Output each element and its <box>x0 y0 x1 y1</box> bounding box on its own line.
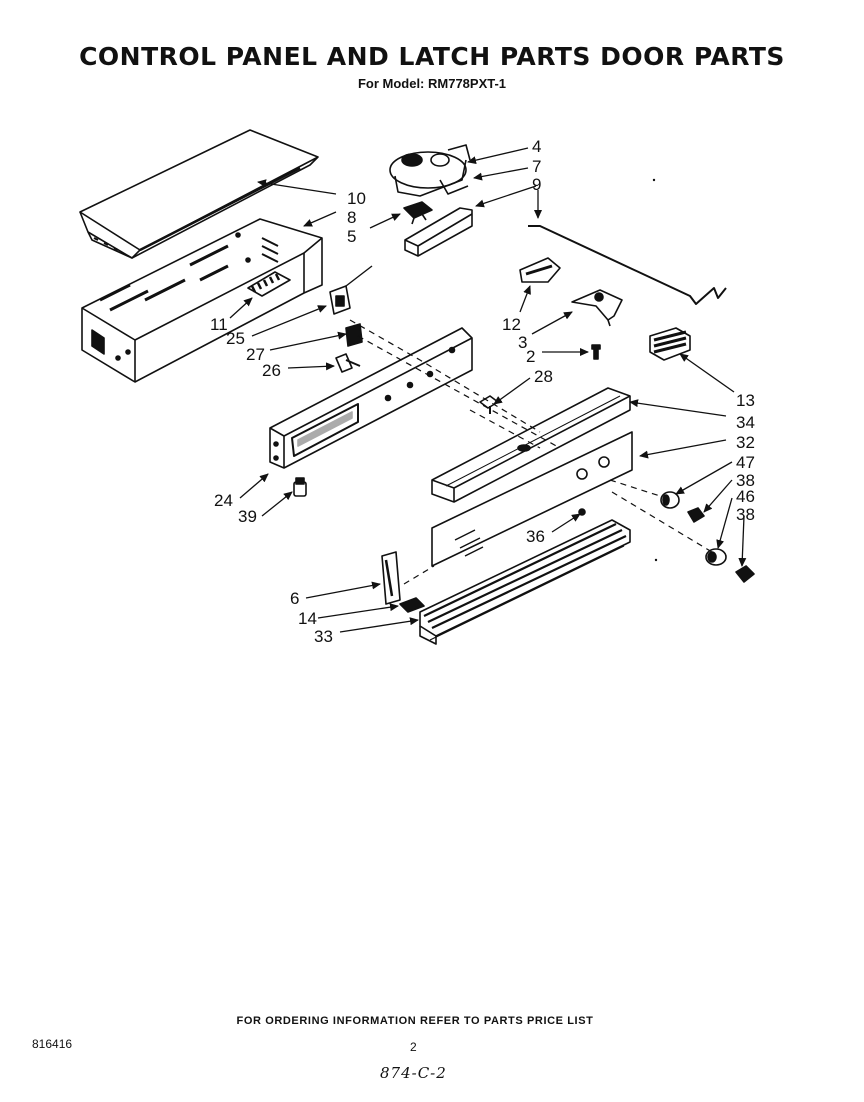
model-subtitle: For Model: RM778PXT-1 <box>357 76 507 91</box>
callout-26: 26 <box>262 361 281 380</box>
control-panel-top-cover <box>79 129 319 259</box>
callout-labels: 4 7 9 10 8 5 11 25 27 26 12 3 2 28 13 34… <box>210 137 755 646</box>
knob-insert-part <box>687 507 705 523</box>
callout-8: 8 <box>347 208 356 227</box>
callout-3: 3 <box>518 333 527 352</box>
latch-cam-part <box>519 257 561 283</box>
callout-36: 36 <box>526 527 545 546</box>
selector-knob-part <box>705 548 727 566</box>
panel-insert-part <box>431 431 633 567</box>
callout-38: 38 <box>736 471 755 490</box>
interlock-switch-part <box>329 265 373 315</box>
callout-25: 25 <box>226 329 245 348</box>
callout-27: 27 <box>246 345 265 364</box>
leader-arrows <box>229 147 747 633</box>
door-handle-part <box>419 519 631 645</box>
door-trim-part <box>431 387 631 503</box>
panel-foot-part <box>293 477 307 497</box>
callout-11: 11 <box>210 315 228 334</box>
latch-rod-part <box>528 225 727 305</box>
ordering-note: FOR ORDERING INFORMATION REFER TO PARTS … <box>236 1015 594 1027</box>
callout-13: 13 <box>736 391 755 410</box>
callout-10: 10 <box>347 189 366 208</box>
gasket-end-part <box>381 551 401 605</box>
alignment-lines <box>349 319 713 585</box>
callout-5: 5 <box>347 227 356 246</box>
timer-motor-part <box>389 144 471 197</box>
control-panel-housing <box>81 218 323 383</box>
latch-handle-part <box>649 327 691 361</box>
document-number: 816416 <box>32 1037 73 1051</box>
latch-lever-part <box>571 289 623 327</box>
callout-28: 28 <box>534 367 553 386</box>
callout-2: 2 <box>526 347 535 366</box>
callout-33: 33 <box>314 627 333 646</box>
callout-32: 32 <box>736 433 755 452</box>
screw-part <box>591 344 601 360</box>
callout-34: 34 <box>736 413 755 432</box>
callout-38b: 38 <box>736 505 755 524</box>
knob-part <box>660 491 680 509</box>
callout-47: 47 <box>736 453 755 472</box>
control-panel-part <box>269 327 473 469</box>
latch-switch-part <box>403 201 433 225</box>
callout-24: 24 <box>214 491 233 510</box>
callout-7: 7 <box>532 157 541 176</box>
callout-9: 9 <box>532 175 541 194</box>
callout-39: 39 <box>238 507 257 526</box>
page-title: CONTROL PANEL AND LATCH PARTS DOOR PARTS <box>79 42 785 71</box>
switch-actuator-part <box>345 323 363 347</box>
handwritten-note: 874-C-2 <box>380 1064 447 1082</box>
callout-12: 12 <box>502 315 521 334</box>
callout-46: 46 <box>736 487 755 506</box>
terminal-block-part <box>247 271 291 297</box>
switch-plunger-part <box>335 353 361 373</box>
scan-dot <box>654 558 658 562</box>
callout-4: 4 <box>532 137 541 156</box>
callout-14: 14 <box>298 609 317 628</box>
knob-cap-part <box>735 565 755 583</box>
callout-6: 6 <box>290 589 299 608</box>
page-number: 2 <box>410 1040 417 1054</box>
trim-clip-part <box>399 597 425 613</box>
mounting-bracket-part <box>404 207 473 257</box>
scan-dot <box>652 178 656 182</box>
